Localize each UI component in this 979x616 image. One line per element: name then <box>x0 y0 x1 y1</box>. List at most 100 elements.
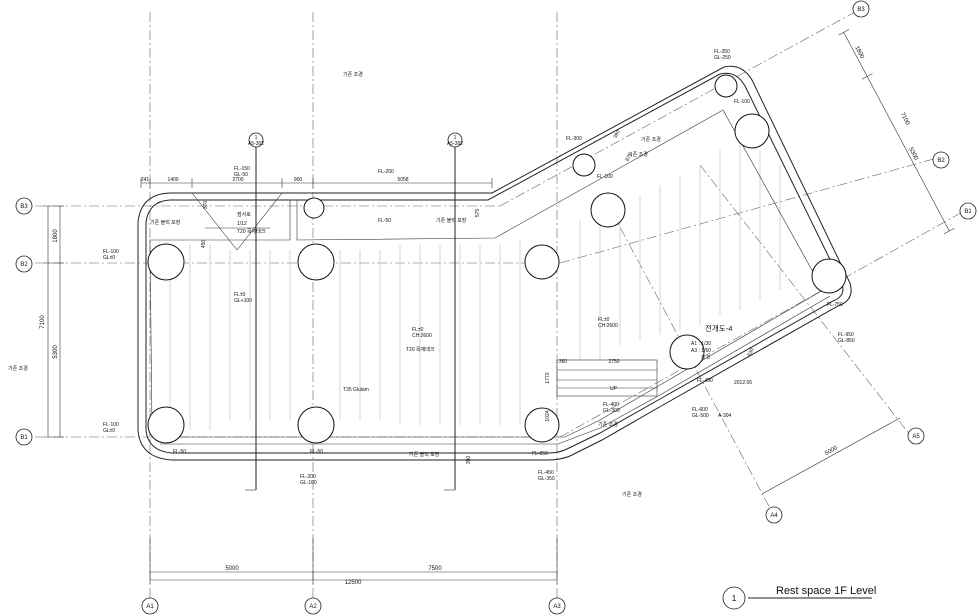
level-text: GL-50 <box>234 172 248 178</box>
deck-hatching <box>169 145 781 430</box>
column <box>669 334 705 370</box>
level-text: FL-100 <box>103 249 119 255</box>
level-text: GL-850 <box>838 338 855 344</box>
level-text: FL-950 <box>838 332 854 338</box>
svg-text:A5-302: A5-302 <box>248 141 264 147</box>
level-text: GL-100 <box>300 480 317 486</box>
note-text: 기존 블럭 포장 <box>150 219 181 226</box>
dim-5000: 5000 <box>225 566 239 572</box>
right-dimensions: 1800 5300 7100 <box>838 29 955 235</box>
note-text: 기존 블럭 포장 <box>409 451 440 458</box>
column <box>811 258 847 294</box>
svg-text:A3: A3 <box>553 604 561 610</box>
title-block: 1 Rest space 1F Level <box>722 585 876 610</box>
svg-text:A2: A2 <box>309 604 317 610</box>
note-text: T35 Glulam <box>343 387 369 393</box>
dim-390: 390 <box>613 129 622 139</box>
svg-text:B3: B3 <box>20 204 28 210</box>
note-text: T20 목재데크 <box>237 228 266 235</box>
svg-text:B2: B2 <box>937 158 945 164</box>
level-text: FL-400 <box>603 402 619 408</box>
column <box>734 113 770 149</box>
dim-7500: 7500 <box>428 566 442 572</box>
level-text: FL±0 <box>412 327 424 333</box>
level-text: FL-50 <box>310 449 323 455</box>
level-text: FL-300 <box>566 136 582 142</box>
svg-text:B2: B2 <box>20 262 28 268</box>
dim-7100-right: 7100 <box>899 112 911 127</box>
grid-bubble-a2 <box>304 597 322 615</box>
dim-5300-right: 5300 <box>907 147 919 162</box>
dim-360: 360 <box>559 359 568 365</box>
grid-bubble-b3 <box>15 197 33 215</box>
drawing-title: Rest space 1F Level <box>776 585 876 597</box>
grid-bubbles: A1 A2 A3 A4 A5 B3 B2 B1 B3 B2 B1 <box>15 0 977 615</box>
level-text: FL-100 <box>103 422 119 428</box>
level-text: FL-50 <box>173 449 186 455</box>
level-text: CH:2600 <box>598 323 618 329</box>
top-dimensions: 241 1400 2700 900 5058 <box>140 177 493 188</box>
note-text: A-304 <box>718 413 732 419</box>
level-text: FL-250 <box>532 451 548 457</box>
column <box>147 406 185 444</box>
grid-bubble-b2-right <box>932 151 950 169</box>
svg-text:B1: B1 <box>964 209 972 215</box>
svg-text:B1: B1 <box>20 435 28 441</box>
level-text: FL±0 <box>234 292 246 298</box>
grid-bubble-b3-right <box>852 0 870 18</box>
diagonal-dimension: 5000 <box>761 417 901 495</box>
dim-1800-left: 1800 <box>53 229 59 243</box>
note-text: A3 : 1/60 <box>691 348 711 354</box>
level-text: FL-200 <box>300 474 316 480</box>
left-dimensions: 1800 5300 7100 <box>40 205 64 438</box>
note-text: 기존 조경 <box>598 421 618 428</box>
note-text: 기존 조경 <box>343 71 363 78</box>
dim-5058: 5058 <box>397 177 408 183</box>
section-markers: 1 A5-302 1 A5-302 <box>245 132 463 491</box>
svg-text:A5-302: A5-302 <box>447 141 463 147</box>
bottom-dimensions: 5000 7500 12500 <box>149 538 558 586</box>
note-text: UP <box>610 386 618 392</box>
dim-900: 900 <box>294 177 303 183</box>
level-text: FL-600 <box>692 407 708 413</box>
grid-bubble-a4 <box>765 506 783 524</box>
svg-text:A1: A1 <box>146 604 154 610</box>
title-bubble <box>722 586 746 610</box>
level-annotations: FL-150 GL-50 FL-200 FL-100 GL±0 FL-100 G… <box>103 49 855 486</box>
level-text: FL-750 <box>827 302 843 308</box>
dim-1400: 1400 <box>167 177 178 183</box>
structural-columns <box>147 74 847 444</box>
dim-575: 575 <box>475 209 481 218</box>
dim-12500: 12500 <box>345 580 362 586</box>
note-text: 기존 조경 <box>622 491 642 498</box>
level-text: FL-450 <box>538 470 554 476</box>
level-text: FL-50 <box>378 218 391 224</box>
level-text: GL-300 <box>603 408 620 414</box>
svg-text:1: 1 <box>454 135 457 141</box>
dim-5000-diag: 5000 <box>824 445 839 457</box>
note-text: T20 목재데크 <box>406 346 435 353</box>
column <box>297 243 335 281</box>
small-dimensions: 360 2750 1024 1770 350 875 575 370 450 3… <box>201 129 756 464</box>
note-text: 2012.06 <box>734 380 752 386</box>
column <box>572 153 596 177</box>
column <box>147 243 185 281</box>
level-text: FL-100 <box>734 99 750 105</box>
dim-1800-right: 1800 <box>853 45 865 60</box>
note-text: A1 : 1/30 <box>691 341 711 347</box>
grid-bubble-a3 <box>548 597 566 615</box>
level-text: FL-150 <box>234 166 250 172</box>
dim-241: 241 <box>141 177 150 183</box>
note-text: 도 8 <box>701 355 710 361</box>
dim-7100-left: 7100 <box>40 315 46 329</box>
dim-875: 875 <box>625 152 634 162</box>
grid-bubble-a1 <box>141 597 159 615</box>
svg-text:1: 1 <box>255 135 258 141</box>
material-notes: 기존 조경 기존 조경 기존 조경 기존 조경 기존 조경 기존 조경 기존 블… <box>8 71 752 498</box>
note-text: 1/12 <box>237 221 247 227</box>
dim-370: 370 <box>203 201 209 210</box>
grid-bubble-a5 <box>907 427 925 445</box>
dim-450: 450 <box>201 240 207 249</box>
level-text: FL±0 <box>598 317 610 323</box>
